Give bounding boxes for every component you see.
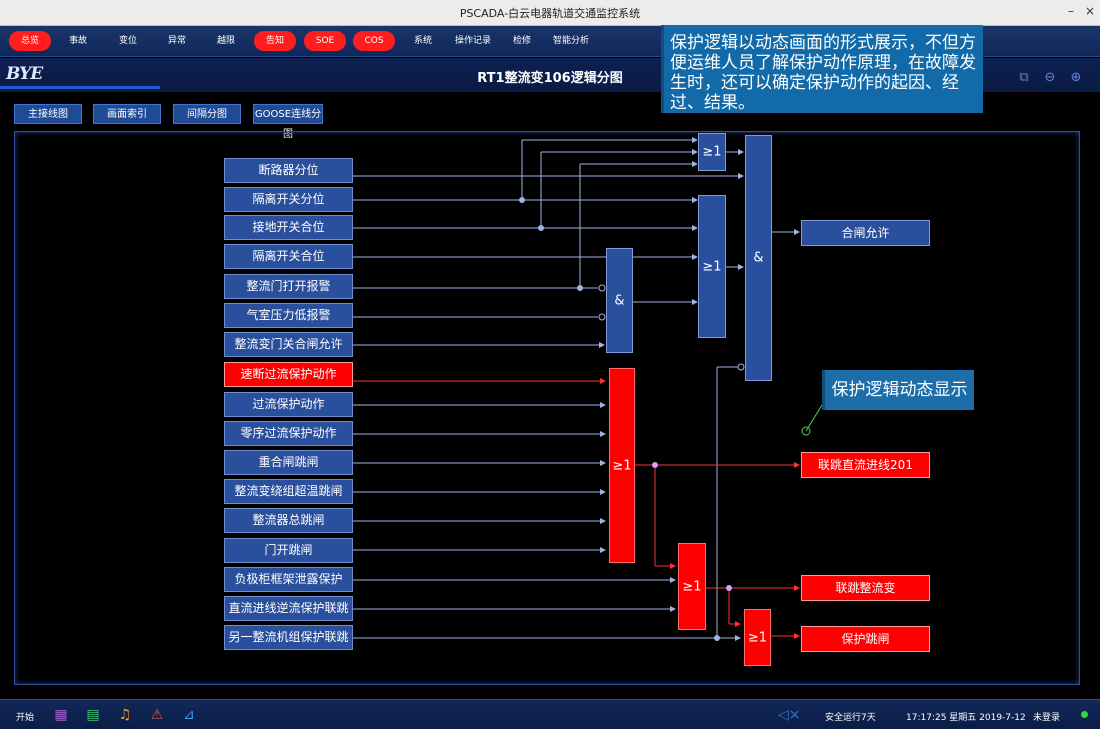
menu-soe[interactable]: SOE [304,31,346,51]
alarm-bell-icon[interactable]: ♫ [118,707,132,723]
status-dot-icon [1081,711,1088,718]
close-button[interactable]: × [1085,4,1096,18]
minimize-button[interactable]: – [1068,4,1074,18]
input-dc-reverse-trip: 直流进线逆流保护联跳 [224,596,353,621]
trend-chart-icon[interactable]: ⊿ [183,707,195,723]
menu-smart-analysis[interactable]: 智能分析 [552,36,589,46]
window-title: PSCADA-白云电器轨道交通监控系统 [459,7,641,20]
input-winding-overtemp: 整流变绕组超温跳闸 [224,479,353,504]
gate-label: ≥1 [702,259,722,274]
taskbar: 开始 ▦ ▤ ♫ ⚠ ⊿ ◁× 安全运行7天 17:17:25 星期五 2019… [0,699,1100,729]
menu-operation-log[interactable]: 操作记录 [454,36,491,46]
menu-accident[interactable]: 事故 [68,36,87,46]
output-close-permit: 合闸允许 [801,220,930,246]
output-protect-trip: 保护跳闸 [801,626,930,652]
menu-limit[interactable]: 越限 [216,36,235,46]
diagram-panel [14,131,1080,685]
gate-label: & [753,250,764,266]
logo-underline [0,86,160,89]
or-gate-protection: ≥1 [609,368,635,563]
menu-system[interactable]: 系统 [413,36,432,46]
or-gate-protect-trip: ≥1 [744,609,771,666]
input-zero-seq-overcurrent: 零序过流保护动作 [224,421,353,446]
input-frame-leak: 负极柜框架泄露保护 [224,567,353,592]
page-title: RT1整流变106逻辑分图 [477,71,623,86]
annotation-callout: 保护逻辑以动态画面的形式展示，不但方便运维人员了解保护动作原理，在故障发生时，还… [661,25,983,113]
input-earth-switch-closed: 接地开关合位 [224,215,353,240]
logo: BYE [6,64,43,84]
or-gate-top: ≥1 [698,133,726,171]
safe-run-days: 安全运行7天 [825,713,876,723]
input-breaker-open: 断路器分位 [224,158,353,183]
start-button[interactable]: 开始 [16,713,35,723]
input-rectifier-door-alarm: 整流门打开报警 [224,274,353,299]
screen-index-button[interactable]: 画面索引 [93,104,161,124]
input-door-open-trip: 门开跳闸 [224,538,353,563]
input-other-unit-trip: 另一整流机组保护联跳 [224,625,353,650]
and-gate-main: & [745,135,772,381]
or-gate-trip-rectifier: ≥1 [678,543,706,630]
mute-icon[interactable]: ◁× [778,707,801,723]
menu-notice[interactable]: 告知 [254,31,296,51]
input-instant-overcurrent: 速断过流保护动作 [224,362,353,387]
input-rectifier-trip: 整流器总跳闸 [224,508,353,533]
gate-label: ≥1 [612,458,632,473]
input-gas-pressure-low: 气室压力低报警 [224,303,353,328]
or-gate-mid: ≥1 [698,195,726,338]
input-isolator-open: 隔离开关分位 [224,187,353,212]
menu-overview[interactable]: 总览 [9,31,51,51]
menu-cos[interactable]: COS [353,31,395,51]
input-overcurrent: 过流保护动作 [224,392,353,417]
input-door-closed-permit: 整流变门关合闸允许 [224,332,353,357]
zoom-in-icon[interactable]: ⊕ [1070,70,1082,85]
alarm-list-icon[interactable]: ⚠ [150,707,164,723]
window-titlebar: PSCADA-白云电器轨道交通监控系统 – × [0,0,1100,26]
output-trip-dc-201: 联跳直流进线201 [801,452,930,478]
goose-diagram-button[interactable]: GOOSE连线分图 [253,104,323,140]
gate-label: ≥1 [682,579,702,594]
menu-change[interactable]: 变位 [118,36,137,46]
menu-maintenance[interactable]: 检修 [512,36,531,46]
device-icon[interactable]: ▦ [54,707,68,723]
document-icon[interactable]: ▤ [86,707,100,723]
menu-abnormal[interactable]: 异常 [167,36,186,46]
annotation-dynamic-display: 保护逻辑动态显示 [822,370,974,410]
bay-diagram-button[interactable]: 间隔分图 [173,104,241,124]
and-gate-small: & [606,248,633,353]
gate-label: ≥1 [702,144,722,160]
clock: 17:17:25 星期五 2019-7-12 [906,713,1026,723]
restore-view-icon[interactable]: ⧉ [1019,70,1029,85]
output-trip-rectifier: 联跳整流变 [801,575,930,601]
gate-label: & [614,293,625,308]
input-isolator-closed: 隔离开关合位 [224,244,353,269]
main-wiring-button[interactable]: 主接线图 [14,104,82,124]
input-reclose-trip: 重合闸跳闸 [224,450,353,475]
zoom-out-icon[interactable]: ⊖ [1044,70,1056,85]
gate-label: ≥1 [747,630,768,645]
login-status[interactable]: 未登录 [1033,713,1061,723]
